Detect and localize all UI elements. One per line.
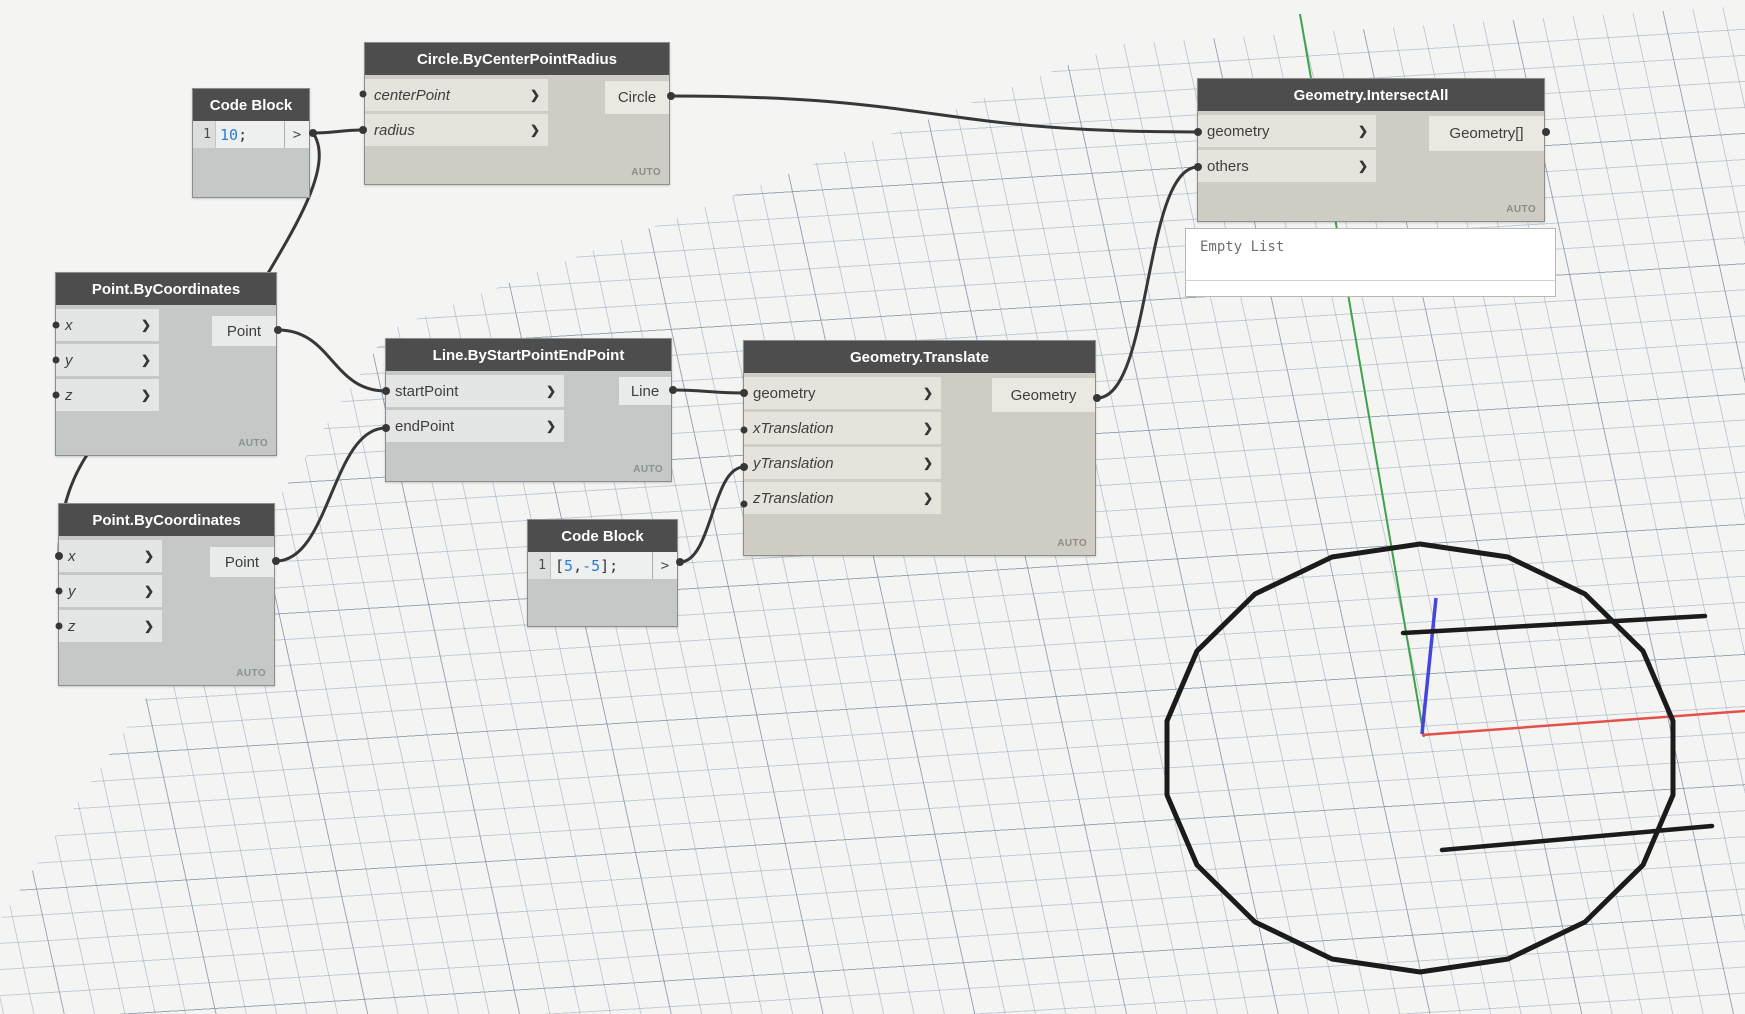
chevron-right-icon: ❯ bbox=[1357, 159, 1368, 173]
input-ztranslation[interactable]: zTranslation❯ bbox=[744, 482, 941, 514]
code-token: ; bbox=[238, 125, 248, 144]
chevron-right-icon: ❯ bbox=[140, 388, 151, 402]
node-point-bycoordinates-2[interactable]: Point.ByCoordinates x❯ y❯ z❯ Point AUTO bbox=[58, 503, 275, 686]
node-circle-bycenterpointradius[interactable]: Circle.ByCenterPointRadius centerPoint❯ … bbox=[364, 42, 670, 185]
input-x[interactable]: x❯ bbox=[59, 540, 162, 572]
input-geometry[interactable]: geometry❯ bbox=[744, 377, 941, 409]
lacing-badge: AUTO bbox=[1506, 204, 1536, 215]
lacing-badge: AUTO bbox=[633, 464, 663, 475]
output-port-button[interactable]: > bbox=[284, 121, 309, 148]
chevron-right-icon: ❯ bbox=[143, 549, 154, 563]
chevron-right-icon: ❯ bbox=[143, 584, 154, 598]
input-y[interactable]: y❯ bbox=[59, 575, 162, 607]
lacing-badge: AUTO bbox=[631, 167, 661, 178]
line-number: 1 bbox=[193, 121, 216, 148]
input-y[interactable]: y❯ bbox=[56, 344, 159, 376]
code-token: , bbox=[573, 556, 583, 575]
node-title[interactable]: Point.ByCoordinates bbox=[56, 273, 276, 305]
code-line[interactable]: 1 10; > bbox=[193, 121, 309, 148]
output-line[interactable]: Line bbox=[619, 377, 671, 405]
output-point[interactable]: Point bbox=[212, 316, 276, 346]
preview-bubble-empty-list[interactable]: Empty List bbox=[1185, 228, 1556, 297]
input-ytranslation[interactable]: yTranslation❯ bbox=[744, 447, 941, 479]
chevron-right-icon: ❯ bbox=[922, 386, 933, 400]
node-title[interactable]: Geometry.Translate bbox=[744, 341, 1095, 373]
chevron-right-icon: ❯ bbox=[140, 353, 151, 367]
chevron-right-icon: ❯ bbox=[529, 123, 540, 137]
output-geometry[interactable]: Geometry bbox=[992, 378, 1095, 412]
code-token: 5 bbox=[564, 556, 574, 575]
node-point-bycoordinates-1[interactable]: Point.ByCoordinates x❯ y❯ z❯ Point AUTO bbox=[55, 272, 277, 456]
input-endpoint[interactable]: endPoint❯ bbox=[386, 410, 564, 442]
chevron-right-icon: ❯ bbox=[143, 619, 154, 633]
code-text[interactable]: 10; bbox=[216, 121, 284, 148]
node-title[interactable]: Code Block bbox=[193, 89, 309, 121]
chevron-right-icon: ❯ bbox=[545, 419, 556, 433]
node-title[interactable]: Point.ByCoordinates bbox=[59, 504, 274, 536]
code-token: ]; bbox=[600, 556, 619, 575]
node-code-block-1[interactable]: Code Block 1 10; > bbox=[192, 88, 310, 198]
preview-bubble-text: Empty List bbox=[1200, 239, 1285, 255]
lacing-badge: AUTO bbox=[1057, 538, 1087, 549]
port-out-codeblock1[interactable] bbox=[309, 129, 317, 137]
input-xtranslation[interactable]: xTranslation❯ bbox=[744, 412, 941, 444]
input-centerpoint[interactable]: centerPoint❯ bbox=[365, 79, 548, 111]
node-title[interactable]: Line.ByStartPointEndPoint bbox=[386, 339, 671, 371]
chevron-right-icon: ❯ bbox=[529, 88, 540, 102]
output-point[interactable]: Point bbox=[210, 547, 274, 577]
code-token: [ bbox=[555, 556, 565, 575]
input-x[interactable]: x❯ bbox=[56, 309, 159, 341]
chevron-right-icon: ❯ bbox=[922, 456, 933, 470]
input-startpoint[interactable]: startPoint❯ bbox=[386, 375, 564, 407]
code-token: -5 bbox=[582, 556, 601, 575]
node-title[interactable]: Circle.ByCenterPointRadius bbox=[365, 43, 669, 75]
input-z[interactable]: z❯ bbox=[56, 379, 159, 411]
input-z[interactable]: z❯ bbox=[59, 610, 162, 642]
chevron-right-icon: ❯ bbox=[545, 384, 556, 398]
node-line-bystartpointendpoint[interactable]: Line.ByStartPointEndPoint startPoint❯ en… bbox=[385, 338, 672, 482]
node-geometry-intersectall[interactable]: Geometry.IntersectAll geometry❯ others❯ … bbox=[1197, 78, 1545, 222]
preview-bubble-divider bbox=[1186, 280, 1555, 281]
chevron-right-icon: ❯ bbox=[922, 491, 933, 505]
code-token: 10 bbox=[220, 125, 239, 144]
node-title[interactable]: Code Block bbox=[528, 520, 677, 552]
chevron-right-icon: ❯ bbox=[140, 318, 151, 332]
output-geometry-list[interactable]: Geometry[] bbox=[1429, 116, 1544, 151]
output-circle[interactable]: Circle bbox=[605, 81, 669, 114]
input-geometry[interactable]: geometry❯ bbox=[1198, 115, 1376, 147]
wire-codeblock1-to-circle-radius[interactable] bbox=[311, 128, 365, 135]
input-radius[interactable]: radius❯ bbox=[365, 114, 548, 146]
line-number: 1 bbox=[528, 552, 551, 579]
node-title[interactable]: Geometry.IntersectAll bbox=[1198, 79, 1544, 111]
node-code-block-2[interactable]: Code Block 1 [5,-5]; > bbox=[527, 519, 678, 627]
chevron-right-icon: ❯ bbox=[922, 421, 933, 435]
chevron-right-icon: ❯ bbox=[1357, 124, 1368, 138]
output-port-button[interactable]: > bbox=[652, 552, 677, 579]
code-line[interactable]: 1 [5,-5]; > bbox=[528, 552, 677, 579]
lacing-badge: AUTO bbox=[238, 438, 268, 449]
node-geometry-translate[interactable]: Geometry.Translate geometry❯ xTranslatio… bbox=[743, 340, 1096, 556]
lacing-badge: AUTO bbox=[236, 668, 266, 679]
code-text[interactable]: [5,-5]; bbox=[551, 552, 652, 579]
input-others[interactable]: others❯ bbox=[1198, 150, 1376, 182]
